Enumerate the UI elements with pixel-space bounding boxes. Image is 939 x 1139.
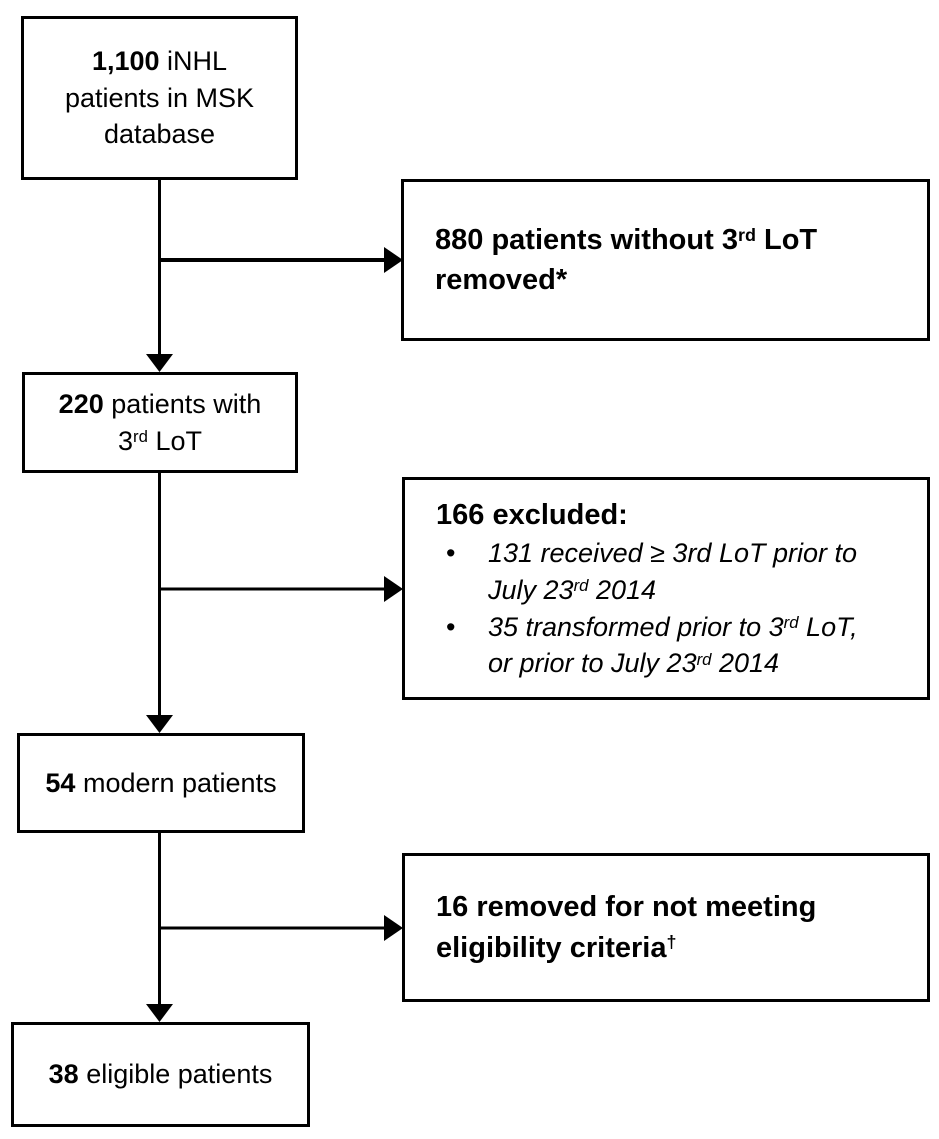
excluded-item-2-line2b: 2014 <box>711 648 780 679</box>
arrow-right-1 <box>158 247 403 273</box>
box-database-text: 1,100 iNHL patients in MSK database <box>65 43 254 153</box>
excluded-item-1-text: 131 received ≥ 3rd LoT prior to July 23r… <box>488 535 857 608</box>
dagger-superscript: † <box>666 932 677 953</box>
excluded-item-2-line1: 35 transformed prior to 3 <box>488 611 784 642</box>
arrow-down-1 <box>146 180 173 372</box>
removed-eligibility-line1: 16 removed for not meeting <box>436 891 817 924</box>
box-removed-eligibility: 16 removed for not meeting eligibility c… <box>402 853 930 1002</box>
excluded-item-1: • 131 received ≥ 3rd LoT prior to July 2… <box>436 535 857 608</box>
arrow-right-2 <box>158 576 403 602</box>
removed-no-3rd-lot-line2: removed* <box>435 264 568 296</box>
modern-label: modern patients <box>75 767 277 798</box>
arrow-down-3 <box>146 833 173 1022</box>
box-database-line2: patients in MSK <box>64 82 255 113</box>
ordinal-superscript: rd <box>737 224 756 245</box>
bullet-icon: • <box>446 611 456 642</box>
arrow-down-2 <box>146 473 173 733</box>
with-3rd-lot-line2: 3 <box>118 425 134 456</box>
arrow-right-3 <box>158 915 403 941</box>
box-eligible-patients: 38 eligible patients <box>11 1022 310 1127</box>
ordinal-superscript: rd <box>696 649 712 669</box>
excluded-item-2-line1b: LoT, <box>798 611 858 642</box>
box-removed-eligibility-text: 16 removed for not meeting eligibility c… <box>436 887 816 967</box>
with-3rd-lot-line2b: LoT <box>147 425 202 456</box>
patient-count-eligible: 38 <box>48 1059 79 1090</box>
patient-count-modern: 54 <box>45 767 76 798</box>
removed-no-3rd-lot-line1b: LoT <box>755 223 818 256</box>
box-database-line3: database <box>103 119 216 150</box>
box-database-line1: iNHL <box>159 45 228 76</box>
excluded-item-1-line1: 131 received ≥ 3rd LoT prior to <box>488 538 858 569</box>
ordinal-superscript: rd <box>783 612 799 632</box>
excluded-item-2-line2: or prior to July 23 <box>488 648 697 679</box>
excluded-header: 166 excluded: <box>436 499 628 532</box>
excluded-item-2: • 35 transformed prior to 3rd LoT, or pr… <box>436 609 858 682</box>
removed-no-3rd-lot-line1: 880 patients without 3 <box>435 223 738 256</box>
box-with-3rd-lot: 220 patients with 3rd LoT <box>22 372 298 473</box>
bullet-icon: • <box>446 538 456 569</box>
excluded-item-1-line2b: 2014 <box>588 574 657 605</box>
box-eligible-text: 38 eligible patients <box>49 1056 273 1093</box>
eligible-label: eligible patients <box>78 1059 273 1090</box>
box-excluded: 166 excluded: • 131 received ≥ 3rd LoT p… <box>402 477 930 700</box>
box-modern-text: 54 modern patients <box>45 765 276 802</box>
patient-count-3rd-lot: 220 <box>58 388 104 419</box>
excluded-item-1-line2: July 23 <box>488 574 574 605</box>
box-with-3rd-lot-text: 220 patients with 3rd LoT <box>59 386 262 459</box>
with-3rd-lot-line1: patients with <box>103 388 262 419</box>
patient-count-total: 1,100 <box>91 45 160 76</box>
ordinal-superscript: rd <box>133 426 148 446</box>
box-removed-no-3rd-lot-text: 880 patients without 3rd LoT removed* <box>435 220 817 300</box>
excluded-item-2-text: 35 transformed prior to 3rd LoT, or prio… <box>488 609 858 682</box>
box-modern-patients: 54 modern patients <box>17 733 305 833</box>
box-removed-no-3rd-lot: 880 patients without 3rd LoT removed* <box>401 179 930 341</box>
ordinal-superscript: rd <box>573 576 589 596</box>
box-database: 1,100 iNHL patients in MSK database <box>21 16 298 180</box>
removed-eligibility-line2: eligibility criteria <box>436 931 667 964</box>
